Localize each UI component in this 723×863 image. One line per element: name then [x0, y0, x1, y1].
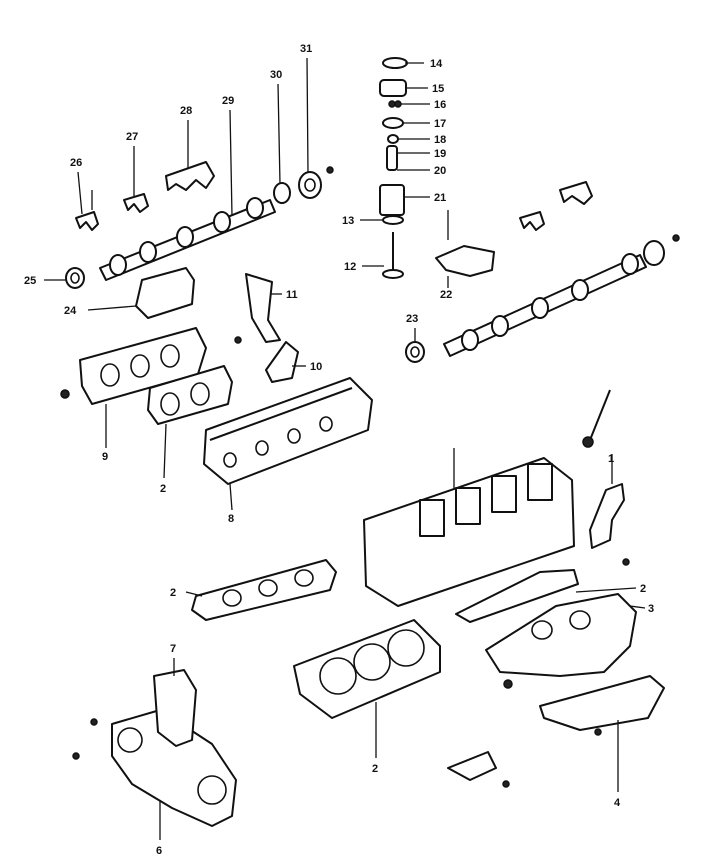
head-gasket-2 [293, 619, 441, 719]
callout-28: 28 [180, 105, 192, 117]
callout-9: 9 [102, 451, 108, 463]
bracket-11 [234, 273, 281, 344]
callout-6: 6 [156, 845, 162, 857]
callout-10: 10 [310, 361, 322, 373]
callout-2-shield: 2 [640, 583, 646, 595]
callout-22: 22 [440, 289, 452, 301]
cylinder-head-8 [203, 377, 373, 485]
callout-17: 17 [434, 118, 446, 130]
bearing-cap-28 [165, 161, 215, 191]
cover-plate-24 [135, 267, 195, 319]
callout-16: 16 [434, 99, 446, 111]
right-caps [519, 181, 680, 266]
callout-3: 3 [648, 603, 654, 615]
callout-27: 27 [126, 131, 138, 143]
callout-2-left-gasket: 2 [170, 587, 176, 599]
callout-2-head-gasket: 2 [372, 763, 378, 775]
callout-2-manifold: 2 [160, 483, 166, 495]
callout-26: 26 [70, 157, 82, 169]
callout-31: 31 [300, 43, 312, 55]
callout-15: 15 [432, 83, 444, 95]
gasket-7 [153, 669, 197, 747]
gasket-2-upper [147, 365, 233, 425]
rocker-bottom [447, 751, 510, 788]
cylinder-head-right [363, 389, 611, 607]
camshaft-left [99, 197, 276, 281]
callout-labels: 14 15 16 17 18 19 20 21 13 12 22 23 25 2… [24, 43, 654, 857]
bearing-cap-27 [123, 193, 149, 213]
timing-cover-6 [72, 709, 237, 827]
heat-shield-2 [455, 569, 579, 623]
sprocket-31 [298, 166, 334, 199]
bracket-10 [265, 341, 299, 383]
leader-lines [44, 57, 646, 840]
gasket-2-left [191, 559, 337, 621]
callout-1: 1 [608, 453, 614, 465]
bracket-1 [589, 483, 630, 566]
callout-12: 12 [344, 261, 356, 273]
oil-seal-25 [65, 267, 85, 289]
callout-25: 25 [24, 275, 36, 287]
callout-23: 23 [406, 313, 418, 325]
callout-18: 18 [434, 134, 446, 146]
callout-24: 24 [64, 305, 77, 317]
callout-20: 20 [434, 165, 446, 177]
seal-23 [405, 341, 425, 363]
callout-13: 13 [342, 215, 354, 227]
callout-30: 30 [270, 69, 282, 81]
callout-11: 11 [286, 289, 298, 301]
camshaft-right [443, 253, 647, 357]
callout-8: 8 [228, 513, 234, 525]
callout-4: 4 [614, 797, 621, 809]
callout-19: 19 [434, 148, 446, 160]
callout-14: 14 [430, 58, 443, 70]
seal-30 [273, 182, 291, 204]
rocker-22 [435, 210, 495, 277]
exhaust-manifold-3 [485, 593, 637, 689]
heat-shield-4 [539, 675, 665, 736]
callout-29: 29 [222, 95, 234, 107]
bearing-cap-26 [75, 190, 99, 231]
valve-stack [379, 57, 408, 279]
callout-21: 21 [434, 192, 446, 204]
callout-7: 7 [170, 643, 176, 655]
